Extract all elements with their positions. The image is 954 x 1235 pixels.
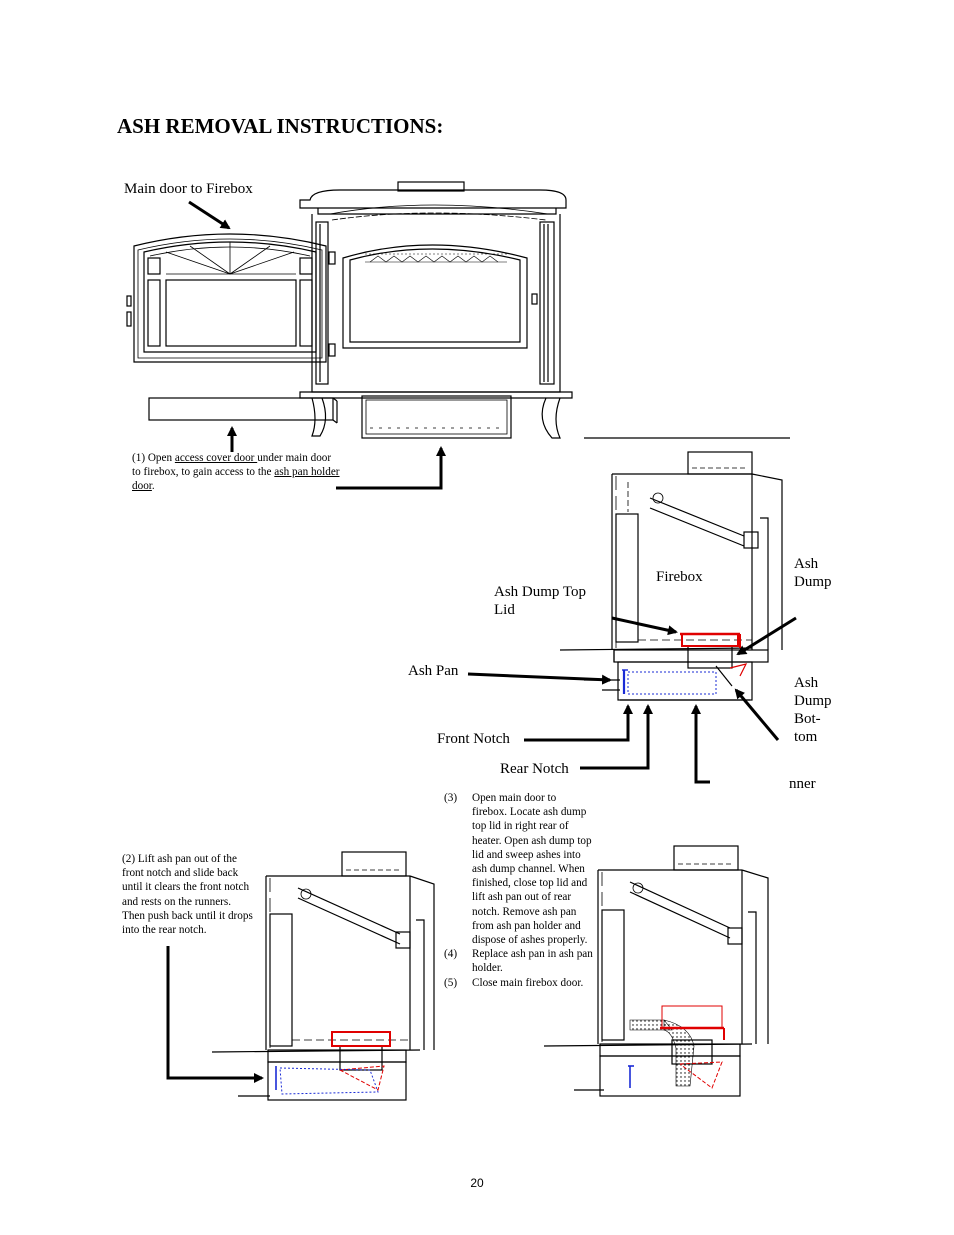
step-number: (4) xyxy=(444,948,458,961)
step-text: Close main firebox door. xyxy=(472,976,584,989)
page-number: 20 xyxy=(470,1176,484,1190)
step-item: (5) Close main firebox door. xyxy=(444,976,594,990)
ash-pan-holder-door-link: ash pan holder door xyxy=(132,466,340,493)
step-item: (4) Replace ash pan in ash pan holder. xyxy=(444,947,594,975)
step-text: Replace ash pan in ash pan holder. xyxy=(472,948,593,975)
step-number: (5) xyxy=(444,976,458,989)
step1-suffix: . xyxy=(151,480,155,493)
ash-pan-diagram xyxy=(622,669,717,695)
ash-dump-lid-step3 xyxy=(660,1005,725,1089)
ash-pan-step3 xyxy=(628,1065,634,1088)
step2-text: (2) Lift ash pan out of the front notch … xyxy=(122,853,253,937)
label-ash-dump-line2: Dump xyxy=(794,574,832,590)
ash-dump-lid-step2 xyxy=(331,1031,391,1091)
label-rear-notch: Rear Notch xyxy=(500,761,569,777)
front-view-arrows xyxy=(188,200,446,490)
label-ash-dump-top-lid-line2: Lid xyxy=(494,602,515,618)
label-ash-dump-bottom-line2: Dump xyxy=(794,693,832,709)
side-section-main xyxy=(559,451,783,701)
label-ash-dump: Ash Dump xyxy=(794,555,832,591)
step1-middle: under main door to firebox, to gain acce… xyxy=(132,452,332,479)
label-firebox: Firebox xyxy=(656,569,703,585)
label-ash-dump-top-lid: Ash Dump Top Lid xyxy=(494,583,586,619)
side-section-arrows xyxy=(467,616,797,784)
page-title: ASH REMOVAL INSTRUCTIONS: xyxy=(117,114,444,138)
step-number: (3) xyxy=(444,792,458,804)
label-main-door: Main door to Firebox xyxy=(124,181,253,197)
step-item: (3) Open main door to firebox. Locate ash… xyxy=(444,791,594,947)
step-text: Open main door to firebox. Locate ash du… xyxy=(472,792,592,947)
label-ash-dump-bottom-line3: Bot- xyxy=(794,711,821,727)
side-section-step2 xyxy=(211,851,435,1101)
step1-text: (1) Open access cover door under main do… xyxy=(132,451,342,494)
label-ash-dump-top-lid-line1: Ash Dump Top xyxy=(494,584,587,600)
label-ash-dump-bottom: Ash Dump Bot- tom xyxy=(794,674,832,746)
steps-list: (3) Open main door to firebox. Locate ash… xyxy=(444,791,594,990)
ashes-pattern xyxy=(629,1019,695,1087)
step1-prefix: (1) Open xyxy=(132,452,175,464)
stove-front-view xyxy=(126,181,573,439)
ash-pan-step2 xyxy=(275,1066,379,1095)
label-ash-pan: Ash Pan xyxy=(408,663,459,679)
label-ash-dump-bottom-line4: tom xyxy=(794,729,818,745)
label-runner: nner xyxy=(789,776,816,792)
label-ash-dump-bottom-line1: Ash xyxy=(794,675,819,691)
label-front-notch: Front Notch xyxy=(437,731,510,747)
label-ash-dump-line1: Ash xyxy=(794,556,819,572)
access-cover-door-link: access cover door xyxy=(174,452,258,464)
